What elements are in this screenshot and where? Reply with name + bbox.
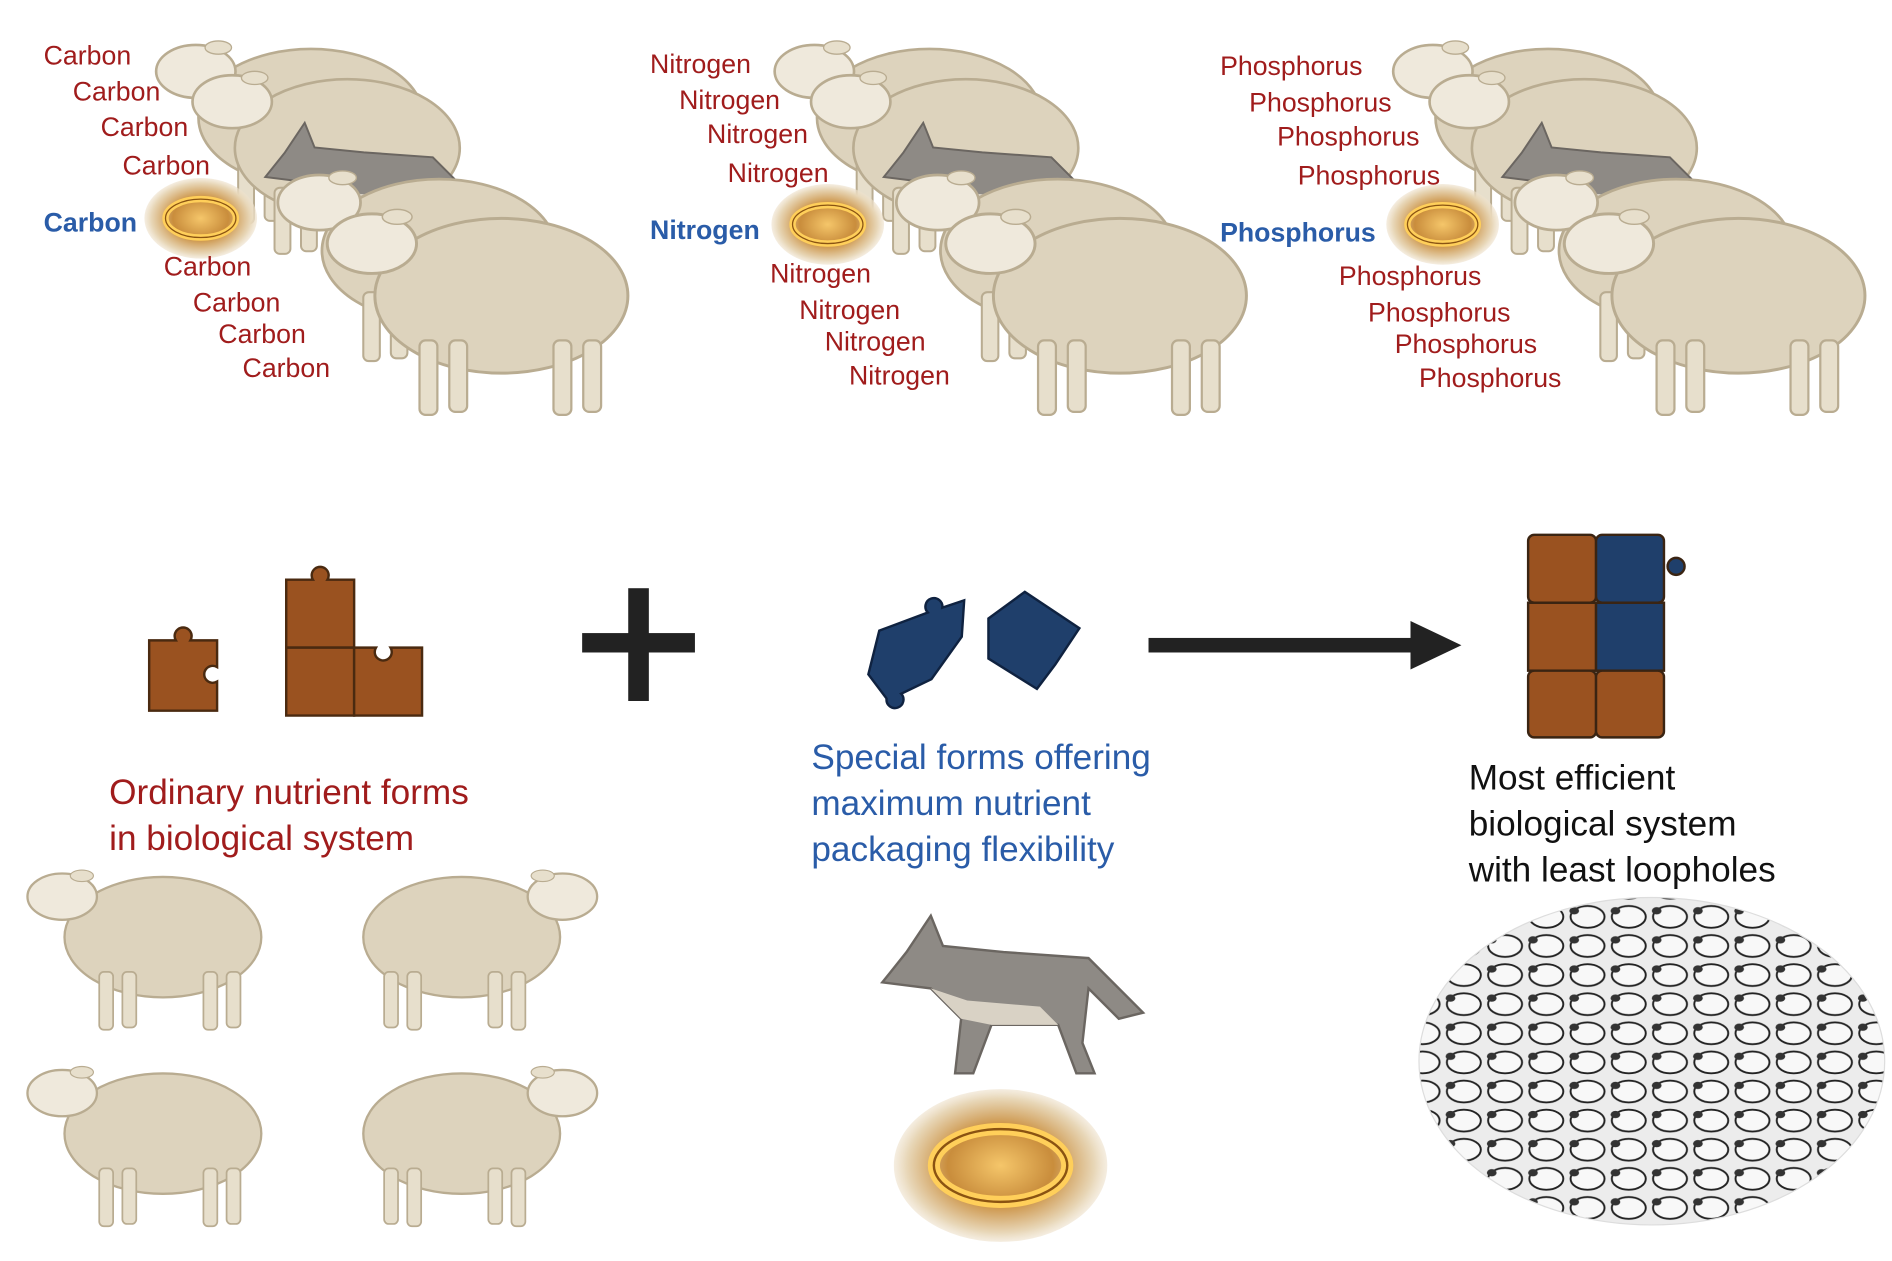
element-label: Carbon: [192, 287, 281, 318]
blue-puzzle-pieces: [867, 590, 1082, 710]
ring-icon: [1386, 184, 1499, 265]
element-label: Nitrogen: [727, 157, 829, 188]
puzzle-piece-icon: [1526, 669, 1598, 739]
element-label: Nitrogen: [770, 258, 871, 289]
element-label: Nitrogen: [707, 118, 808, 150]
element-label: Phosphorus: [1249, 87, 1392, 118]
element-label: Phosphorus: [1418, 362, 1562, 393]
element-label: Nitrogen: [824, 326, 926, 357]
puzzle-piece-icon: [147, 626, 219, 712]
arrow-right-icon: [1148, 620, 1462, 670]
sheep-flock-illustration: [1418, 896, 1886, 1226]
element-label: Phosphorus: [1394, 328, 1538, 359]
ring-icon: [144, 178, 257, 259]
element-label: Phosphorus: [1368, 297, 1511, 328]
efficient-system-caption: Most efficient biological system with le…: [1468, 759, 1776, 891]
puzzle-piece-icon: [1594, 533, 1666, 604]
puzzle-piece-icon: [867, 596, 966, 710]
element-label-highlighted: Carbon: [43, 207, 138, 238]
element-label: Phosphorus: [1338, 260, 1482, 292]
ring-icon: [771, 184, 884, 265]
element-label: Phosphorus: [1277, 121, 1420, 152]
wolf-icon: [881, 914, 1145, 1075]
element-label: Nitrogen: [650, 48, 751, 79]
puzzle-piece-icon: [1594, 601, 1666, 672]
element-label-highlighted: Nitrogen: [650, 214, 760, 245]
puzzle-piece-icon: [1526, 601, 1598, 672]
puzzle-piece-icon: [352, 646, 424, 717]
element-label-highlighted: Phosphorus: [1220, 217, 1376, 248]
puzzle-piece-icon: [285, 565, 356, 649]
brown-puzzle-pieces: [147, 565, 424, 717]
element-label: Nitrogen: [848, 360, 950, 391]
element-label: Phosphorus: [1220, 50, 1363, 82]
element-label: Nitrogen: [679, 84, 781, 116]
element-label: Carbon: [122, 150, 211, 181]
element-label: Nitrogen: [799, 294, 901, 326]
carbon-herd: [144, 39, 630, 417]
puzzle-piece-icon: [1594, 669, 1666, 739]
puzzle-piece-icon: [285, 646, 356, 717]
sheep-icon: [362, 1065, 599, 1228]
nitrogen-herd: [771, 39, 1248, 417]
sheep-icon: [26, 1065, 263, 1228]
ordinary-forms-caption: Ordinary nutrient forms in biological sy…: [109, 773, 469, 859]
element-label: Carbon: [100, 111, 189, 142]
element-label: Carbon: [72, 76, 161, 107]
combined-puzzle: [1526, 533, 1686, 739]
ring-icon: [894, 1089, 1107, 1242]
element-label: Carbon: [43, 40, 132, 71]
element-label: Phosphorus: [1297, 160, 1441, 191]
sheep-icon: [26, 868, 263, 1031]
special-forms-caption: Special forms offering maximum nutrient …: [811, 738, 1151, 870]
puzzle-piece-icon: [1526, 533, 1598, 604]
puzzle-piece-icon: [987, 590, 1082, 691]
element-label: Carbon: [242, 352, 331, 384]
element-label: Carbon: [218, 318, 306, 350]
plus-icon: [582, 588, 695, 701]
sheep-icon: [362, 868, 599, 1031]
element-label: Carbon: [163, 251, 252, 282]
